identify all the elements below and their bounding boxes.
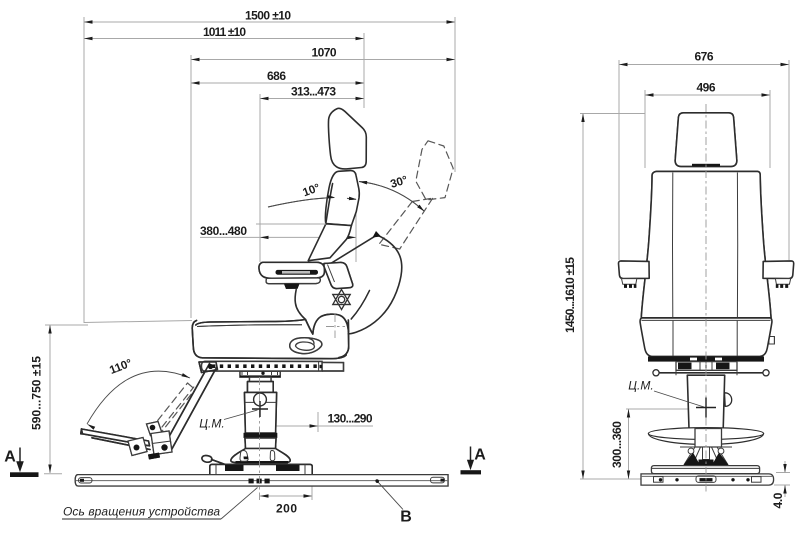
svg-text:590...750 ±15: 590...750 ±15 (30, 356, 44, 430)
svg-text:1450...1610 ±15: 1450...1610 ±15 (563, 257, 577, 333)
svg-text:Ц.М.: Ц.М. (628, 379, 653, 393)
svg-text:Ось вращения устройства: Ось вращения устройства (63, 505, 220, 519)
svg-text:1500 ±10: 1500 ±10 (245, 9, 291, 23)
svg-text:130...290: 130...290 (328, 412, 373, 426)
svg-text:4.0: 4.0 (771, 492, 785, 508)
svg-text:110°: 110° (108, 357, 134, 377)
svg-text:676: 676 (695, 50, 714, 64)
svg-text:1070: 1070 (312, 46, 337, 60)
svg-text:313...473: 313...473 (291, 85, 336, 99)
svg-text:А: А (4, 449, 16, 466)
svg-text:380...480: 380...480 (200, 224, 247, 238)
svg-text:30°: 30° (389, 174, 410, 191)
svg-text:200: 200 (276, 502, 297, 516)
svg-text:Ц.М.: Ц.М. (199, 417, 224, 431)
svg-text:В: В (400, 509, 412, 526)
svg-text:496: 496 (697, 81, 716, 95)
svg-text:686: 686 (267, 69, 286, 83)
svg-text:А: А (474, 447, 486, 464)
svg-text:10°: 10° (301, 182, 322, 199)
svg-text:300...360: 300...360 (610, 421, 624, 468)
svg-text:1011 ±10: 1011 ±10 (203, 25, 246, 39)
